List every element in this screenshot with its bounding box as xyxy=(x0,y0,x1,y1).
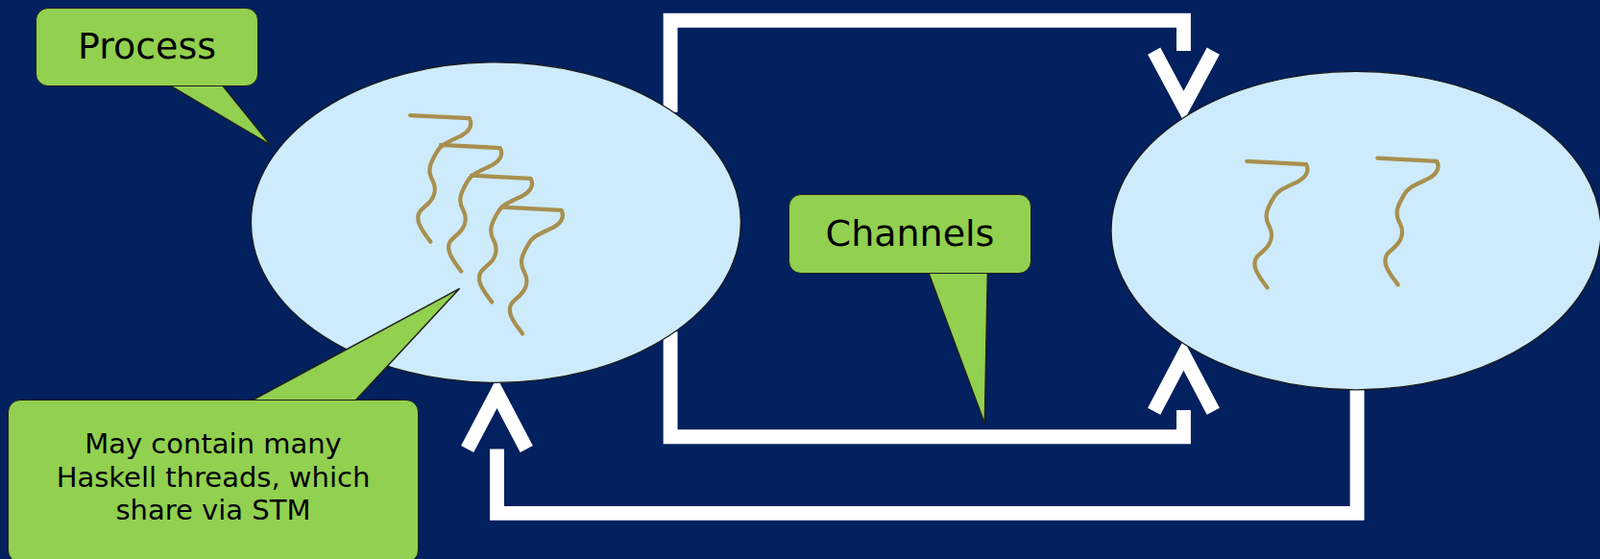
thread xyxy=(471,175,533,303)
channel-bottom xyxy=(496,387,1358,514)
threads-callout: May contain many Haskell threads, which … xyxy=(7,399,419,559)
process-callout: Process xyxy=(35,7,259,87)
callout-text: Process xyxy=(77,24,217,70)
thread xyxy=(440,145,502,272)
channel-middle-head xyxy=(1154,355,1214,412)
thread xyxy=(502,207,563,335)
haskell-threads xyxy=(410,115,1438,334)
channel-middle xyxy=(670,331,1184,437)
channels-callout: Channels xyxy=(788,193,1032,274)
thread xyxy=(1246,161,1308,289)
callout-pointer xyxy=(163,81,271,146)
process-right xyxy=(1111,71,1600,389)
callout-text: May contain many Haskell threads, which … xyxy=(43,427,384,528)
thread xyxy=(1377,158,1438,286)
thread xyxy=(410,115,471,243)
process-left xyxy=(250,62,741,384)
callout-pointer xyxy=(926,266,989,424)
channel-top-head xyxy=(1154,50,1214,106)
callout-pointer xyxy=(244,289,460,405)
channel-bottom-head xyxy=(467,392,528,449)
callout-text: Channels xyxy=(825,212,995,257)
channel-top xyxy=(670,20,1184,113)
